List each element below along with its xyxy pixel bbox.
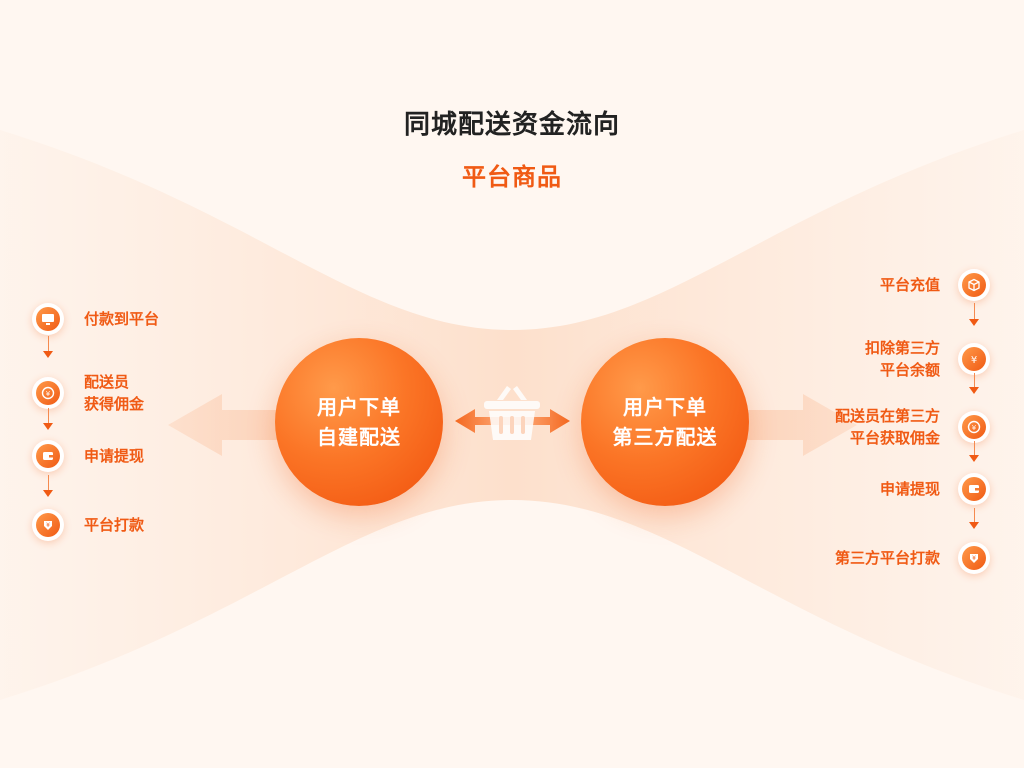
yuan-download-icon: ¥ <box>958 542 990 574</box>
connector-arrow <box>43 336 53 358</box>
step-label: 配送员 <box>84 373 130 391</box>
coin-commission-icon: ¥ <box>958 411 990 443</box>
step-label: 申请提现 <box>84 447 145 465</box>
wallet-icon <box>958 473 990 505</box>
svg-text:¥: ¥ <box>972 555 976 562</box>
step-label: 平台余额 <box>879 361 940 379</box>
step-label: 扣除第三方 <box>864 339 940 357</box>
step-label: 获得佣金 <box>84 395 145 413</box>
right-step-commission: ¥ 配送员在第三方 平台获取佣金 <box>835 405 990 449</box>
wallet-icon <box>32 440 64 472</box>
right-step-recharge: 平台充值 <box>880 269 990 301</box>
right-flow-arrow <box>745 394 857 456</box>
self-delivery-line1: 用户下单 <box>317 395 401 419</box>
step-label: 平台打款 <box>84 516 145 534</box>
step-label: 付款到平台 <box>84 310 160 328</box>
connector-arrow <box>969 303 979 326</box>
right-step-payout: ¥ 第三方平台打款 <box>835 542 990 574</box>
connector-arrow <box>969 441 979 462</box>
connector-arrow <box>43 408 53 430</box>
svg-text:¥: ¥ <box>971 355 977 366</box>
right-step-deduct: ¥ 扣除第三方 平台余额 <box>865 337 990 381</box>
connector-arrow <box>43 475 53 497</box>
svg-text:¥: ¥ <box>46 522 50 529</box>
self-delivery-circle: 用户下单 自建配送 <box>275 338 443 506</box>
step-label: 第三方平台打款 <box>834 549 940 567</box>
step-label: 申请提现 <box>879 480 940 498</box>
yuan-coin-icon: ¥ <box>958 343 990 375</box>
svg-text:¥: ¥ <box>972 424 977 432</box>
monitor-icon <box>32 303 64 335</box>
left-flow-arrow <box>168 394 280 456</box>
self-delivery-line2: 自建配送 <box>317 425 401 449</box>
third-party-delivery-circle: 用户下单 第三方配送 <box>581 338 749 506</box>
coin-commission-icon: ¥ <box>32 377 64 409</box>
svg-text:¥: ¥ <box>46 390 51 398</box>
left-step-pay: 付款到平台 <box>32 303 159 335</box>
step-label: 平台充值 <box>879 276 940 294</box>
connector-arrow <box>969 373 979 394</box>
step-label: 平台获取佣金 <box>849 429 940 447</box>
left-step-commission: ¥ 配送员 获得佣金 <box>32 371 144 415</box>
step-label: 配送员在第三方 <box>834 407 940 425</box>
page-title: 同城配送资金流向 <box>403 110 620 140</box>
connector-arrow <box>969 508 979 529</box>
left-step-withdraw: 申请提现 <box>32 440 144 472</box>
page-subtitle: 平台商品 <box>462 163 562 191</box>
right-step-withdraw: 申请提现 <box>880 473 990 505</box>
box-icon <box>958 269 990 301</box>
left-step-payout: ¥ 平台打款 <box>32 509 144 541</box>
third-party-line2: 第三方配送 <box>612 425 718 449</box>
third-party-line1: 用户下单 <box>623 395 707 419</box>
yuan-download-icon: ¥ <box>32 509 64 541</box>
